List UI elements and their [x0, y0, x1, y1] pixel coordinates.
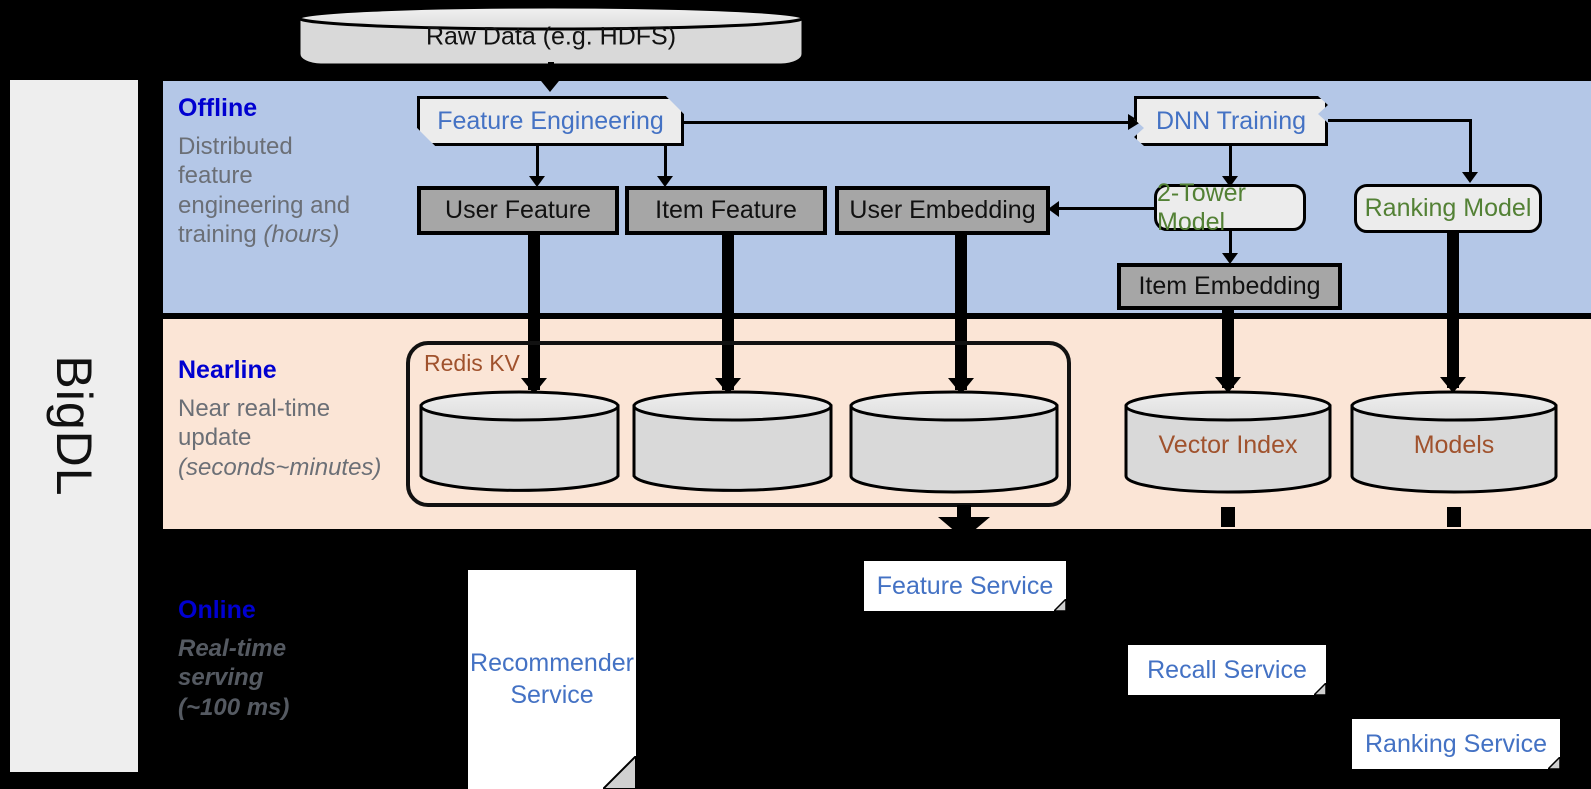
offline-sub-line-1: Distributed [178, 133, 293, 160]
arrow-dnn-ranking-h [1328, 119, 1472, 122]
arrow-dnn-2tower-head [1222, 176, 1238, 187]
user-feature-label: User Feature [445, 196, 591, 224]
pipe-itemembedding [1222, 310, 1234, 388]
feature-engineering-label: Feature Engineering [437, 106, 664, 135]
nearline-sub-line-2: update [178, 424, 252, 452]
redis-kv-label: Redis KV [424, 350, 520, 376]
raw-data-cylinder: Raw Data (e.g. HDFS) [296, 5, 806, 67]
arrow-rawdata-fe-line [548, 62, 554, 82]
feature-service-label: Feature Service [876, 571, 1054, 600]
recommender-service-label-1: Recommender [470, 649, 634, 678]
offline-sub-italic: (hours) [263, 220, 340, 248]
ranking-service-fold-icon [1548, 757, 1560, 769]
ranking-service-wrapper[interactable]: Ranking Service [1352, 719, 1560, 769]
ranking-service-label: Ranking Service [1364, 729, 1548, 758]
feature-engineering-box[interactable]: Feature Engineering [417, 96, 684, 146]
bigdl-sidebar: BigDL [6, 76, 142, 776]
redis-kv-container [406, 341, 1071, 507]
ranking-model-box[interactable]: Ranking Model [1354, 184, 1542, 233]
recommender-service-fold-icon [603, 756, 636, 789]
pipe-userembedding [955, 235, 967, 390]
offline-caption: Offline Distributed feature engineering … [178, 94, 393, 249]
connector-stub-featureservice [957, 505, 971, 519]
offline-sub-line-4-text: training [178, 220, 264, 248]
recall-service-wrapper[interactable]: Recall Service [1128, 645, 1326, 695]
raw-data-label: Raw Data (e.g. HDFS) [425, 22, 677, 51]
item-feature-label: Item Feature [655, 196, 797, 224]
recommender-service-box[interactable]: Recommender Service [468, 570, 636, 789]
pipe-itemfeature-head [715, 378, 741, 394]
recommender-service-label-2: Service [510, 680, 594, 709]
nearline-sub-line-1: Near real-time [178, 395, 331, 422]
item-embedding-label: Item Embedding [1138, 272, 1321, 300]
online-sub-italic: (~100 ms) [178, 693, 290, 721]
two-tower-model-box[interactable]: 2-Tower Model [1154, 179, 1306, 236]
arrow-2tower-userembedding-head [1048, 201, 1059, 217]
item-embedding-box[interactable]: Item Embedding [1117, 263, 1342, 310]
arrow-2tower-itemembedding-head [1222, 253, 1238, 264]
two-tower-model-label: 2-Tower Model [1157, 178, 1246, 236]
feature-service-wrapper[interactable]: Feature Service [864, 561, 1066, 611]
online-caption: Online Real-time serving (~100 ms) [178, 596, 413, 722]
pipe-userembedding-head [948, 378, 974, 394]
arrow-fe-dnn-line [684, 121, 1133, 124]
nearline-subtitle: Near real-time update (seconds~minutes) [178, 394, 413, 482]
models-label: Models [1413, 430, 1495, 459]
arrow-fe-userfeature-line [536, 146, 539, 179]
online-sub-line-2: serving [178, 664, 264, 692]
arrow-rawdata-fe-head [537, 76, 563, 92]
recommender-service-wrapper[interactable]: Recommender Service [468, 570, 636, 789]
item-feature-box[interactable]: Item Feature [625, 186, 827, 235]
offline-sub-line-3: engineering and [178, 191, 351, 219]
vector-index-label: Vector Index [1158, 430, 1298, 459]
ranking-model-label: Ranking Model [1364, 194, 1532, 222]
arrow-2tower-userembedding-line [1057, 207, 1157, 210]
arrow-dnn-ranking-v [1469, 119, 1472, 174]
nearline-title: Nearline [178, 356, 277, 384]
arrow-2tower-itemembedding-line [1229, 231, 1232, 256]
recall-service-label: Recall Service [1147, 655, 1307, 684]
online-subtitle: Real-time serving (~100 ms) [178, 634, 413, 722]
pipe-userfeature [528, 235, 540, 390]
arrow-fe-userfeature-head [529, 176, 545, 187]
user-feature-box[interactable]: User Feature [417, 186, 619, 235]
feature-service-fold-icon [1054, 599, 1066, 611]
connector-stub-vectorindex-2 [1221, 513, 1235, 527]
recall-service-fold-icon [1314, 683, 1326, 695]
arrow-fe-itemfeature-line [664, 146, 667, 179]
pipe-rankingmodel [1447, 233, 1459, 388]
connector-stub-models-2 [1447, 513, 1461, 527]
nearline-sub-italic: (seconds~minutes) [178, 453, 382, 481]
user-embedding-label: User Embedding [849, 196, 1036, 224]
offline-sub-line-4: training (hours) [178, 220, 393, 249]
arrow-dnn-2tower-line [1229, 146, 1232, 179]
recall-service-box[interactable]: Recall Service [1128, 645, 1326, 695]
pipe-itemfeature [722, 235, 734, 390]
offline-sub-line-2: feature [178, 162, 253, 190]
kv-cylinder-1 [418, 390, 621, 495]
user-embedding-box[interactable]: User Embedding [835, 186, 1050, 235]
online-sub-line-1: Real-time [178, 635, 287, 662]
nearline-caption: Nearline Near real-time update (seconds~… [178, 356, 413, 482]
feature-service-box[interactable]: Feature Service [864, 561, 1066, 611]
offline-subtitle: Distributed feature engineering and trai… [178, 132, 393, 249]
vector-index-cylinder[interactable]: Vector Index [1123, 390, 1333, 495]
models-cylinder[interactable]: Models [1349, 390, 1559, 495]
kv-cylinder-3 [848, 390, 1060, 495]
arrow-dnn-ranking-head [1462, 172, 1478, 183]
pipe-rankingmodel-head [1440, 377, 1466, 393]
ranking-service-box[interactable]: Ranking Service [1352, 719, 1560, 769]
online-title: Online [178, 596, 256, 624]
pipe-userfeature-head [521, 378, 547, 394]
arrow-redis-featureservice-head [938, 517, 990, 539]
kv-cylinder-2 [631, 390, 834, 495]
arrow-fe-itemfeature-head [657, 176, 673, 187]
bigdl-label: BigDL [46, 355, 102, 497]
dnn-training-label: DNN Training [1155, 106, 1307, 135]
dnn-training-box[interactable] [1134, 96, 1328, 146]
pipe-itemembedding-head [1215, 377, 1241, 393]
offline-title: Offline [178, 94, 258, 122]
